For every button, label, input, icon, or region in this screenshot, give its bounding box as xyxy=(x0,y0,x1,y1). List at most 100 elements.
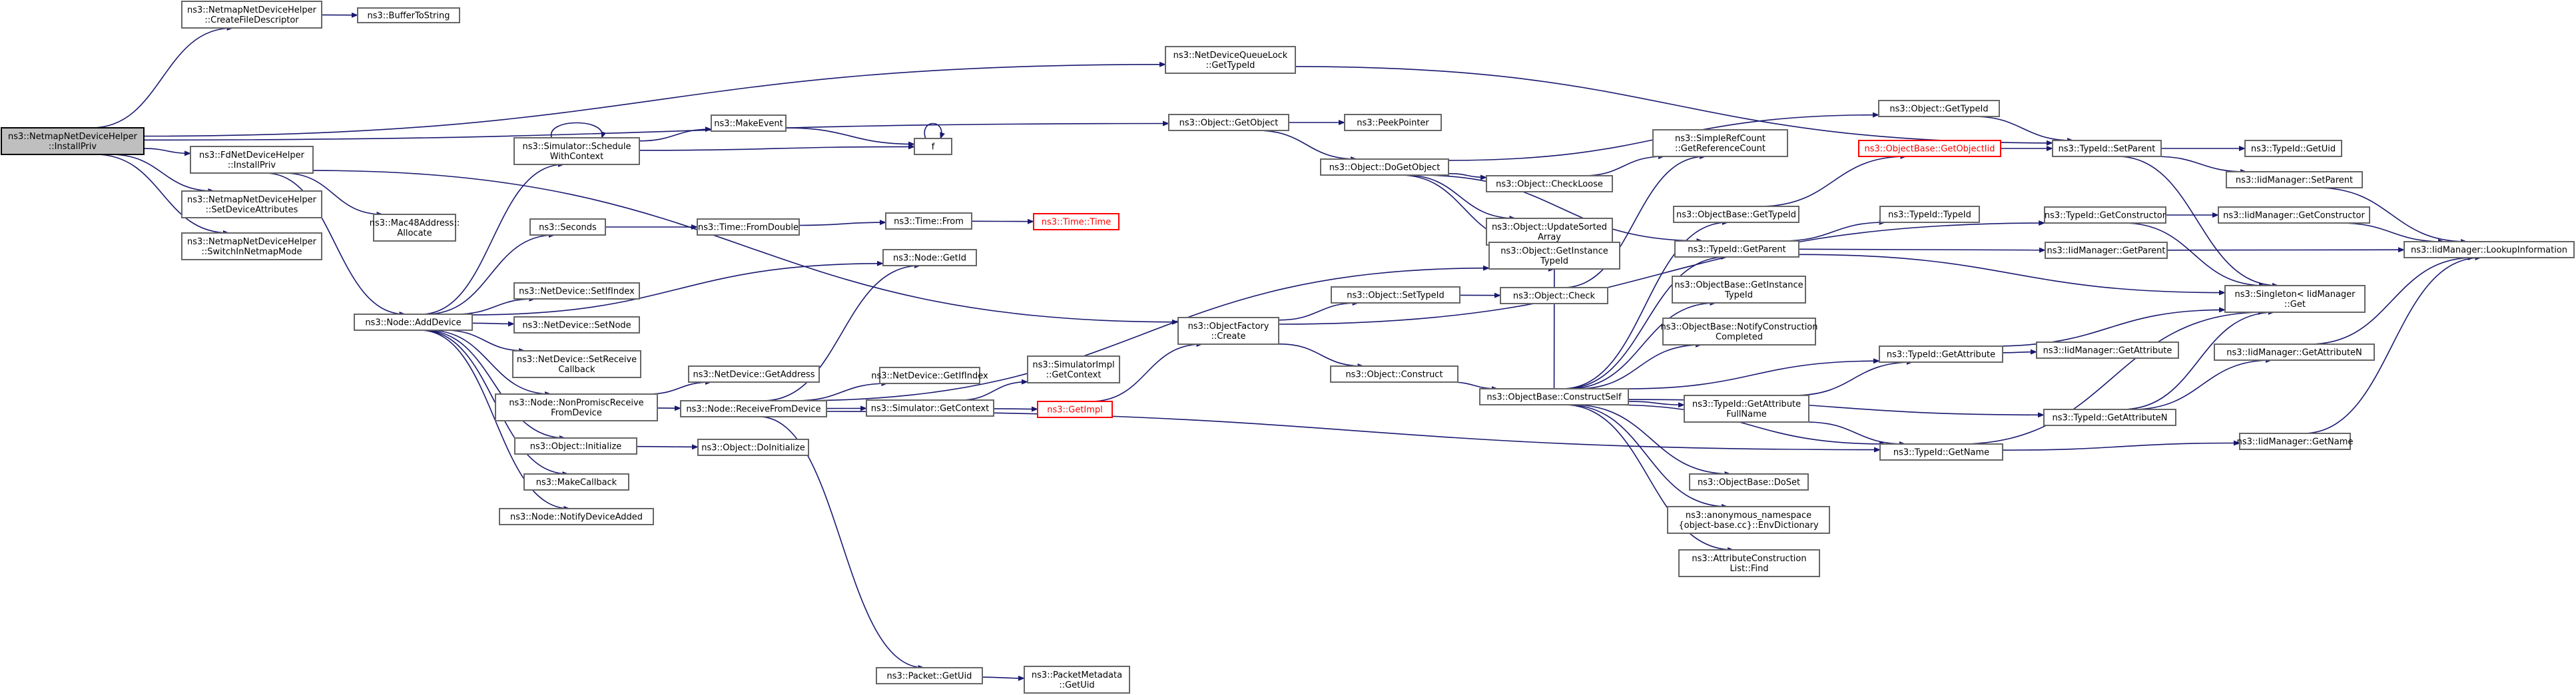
node-tidtypeid[interactable]: ns3::TypeId::TypeId xyxy=(1879,206,1980,223)
node-implctx[interactable]: ns3::SimulatorImpl::GetContext xyxy=(1027,355,1120,383)
node-tidgetattrn[interactable]: ns3::TypeId::GetAttributeN xyxy=(2043,409,2176,426)
node-ndqlock[interactable]: ns3::NetDeviceQueueLock::GetTypeId xyxy=(1165,46,1296,74)
edge-constructself-to-tidgetattr xyxy=(1626,358,1880,389)
node-tidgetname[interactable]: ns3::TypeId::GetName xyxy=(1879,443,2003,461)
node-makecb[interactable]: ns3::MakeCallback xyxy=(523,473,629,491)
node-obdoset[interactable]: ns3::ObjectBase::DoSet xyxy=(1689,473,1809,491)
edge-adddev-to-objinit xyxy=(424,330,566,441)
node-imgetparent[interactable]: ns3::IidManager::GetParent xyxy=(2045,242,2168,259)
edge-adddev-to-setrecv xyxy=(444,330,526,353)
node-box xyxy=(1672,276,1806,304)
node-box xyxy=(697,218,800,236)
edge-layer xyxy=(91,12,2482,681)
node-imgetctor[interactable]: ns3::IidManager::GetConstructor xyxy=(2218,206,2370,224)
node-label: ns3::NetmapNetDeviceHelper xyxy=(187,5,317,15)
edge-adddev-to-seconds xyxy=(426,232,555,315)
node-box xyxy=(1027,355,1120,383)
node-setifidx[interactable]: ns3::NetDevice::SetIfIndex xyxy=(513,282,640,300)
node-fromdouble[interactable]: ns3::Time::FromDouble xyxy=(697,218,800,236)
node-recvfrom[interactable]: ns3::Node::ReceiveFromDevice xyxy=(680,400,827,417)
node-getifidx[interactable]: ns3::NetDevice::GetIfIndex xyxy=(871,367,988,384)
node-label: ns3::Object::UpdateSorted xyxy=(1492,222,1607,232)
node-srcount[interactable]: ns3::SimpleRefCount::GetReferenceCount xyxy=(1652,129,1788,157)
node-getobject[interactable]: ns3::Object::GetObject xyxy=(1168,114,1289,131)
edge-ndqlock-to-tidsetparent xyxy=(1295,66,2053,146)
node-label: ::InstallPriv xyxy=(228,160,276,170)
node-notifycc[interactable]: ns3::ObjectBase::NotifyConstructionCompl… xyxy=(1661,318,1818,346)
node-box xyxy=(529,218,606,236)
node-objgettid[interactable]: ns3::Object::GetTypeId xyxy=(1878,100,2000,117)
edge-dogetobj-to-updsorted xyxy=(1405,174,1516,221)
node-construct[interactable]: ns3::Object::Construct xyxy=(1330,365,1458,383)
node-peekptr[interactable]: ns3::PeekPointer xyxy=(1344,114,1442,131)
node-switchnm[interactable]: ns3::NetmapNetDeviceHelper::SwitchInNetm… xyxy=(181,232,322,260)
node-imgetattr[interactable]: ns3::IidManager::GetAttribute xyxy=(2036,342,2179,359)
node-setdevattr[interactable]: ns3::NetmapNetDeviceHelper::SetDeviceAtt… xyxy=(181,190,322,218)
node-tidgetparent[interactable]: ns3::TypeId::GetParent xyxy=(1674,240,1799,258)
node-tidgetattr[interactable]: ns3::TypeId::GetAttribute xyxy=(1879,346,2003,363)
node-getid[interactable]: ns3::Node::GetId xyxy=(882,249,977,266)
node-f[interactable]: f xyxy=(914,138,952,155)
node-constructself[interactable]: ns3::ObjectBase::ConstructSelf xyxy=(1479,388,1629,405)
node-mac48[interactable]: ns3::Mac48Address::Allocate xyxy=(370,214,460,242)
node-label: Array xyxy=(1538,232,1561,242)
node-box xyxy=(1479,388,1629,405)
node-fdinstall[interactable]: ns3::FdNetDeviceHelper::InstallPriv xyxy=(190,146,314,174)
node-tidgetuid[interactable]: ns3::TypeId::GetUid xyxy=(2244,140,2342,157)
node-tidsetparent[interactable]: ns3::TypeId::SetParent xyxy=(2052,140,2162,157)
node-imgetattrn[interactable]: ns3::IidManager::GetAttributeN xyxy=(2214,344,2375,361)
node-checkloose[interactable]: ns3::Object::CheckLoose xyxy=(1486,175,1613,192)
node-createfd[interactable]: ns3::NetmapNetDeviceHelper::CreateFileDe… xyxy=(181,1,322,29)
node-setnode[interactable]: ns3::NetDevice::SetNode xyxy=(513,316,640,334)
node-label: WithContext xyxy=(550,152,603,162)
node-label: FullName xyxy=(1726,409,1767,419)
node-dogetobj[interactable]: ns3::Object::DoGetObject xyxy=(1320,158,1449,176)
node-imgetname[interactable]: ns3::IidManager::GetName xyxy=(2237,433,2354,450)
node-getimpl[interactable]: ns3::GetImpl xyxy=(1037,401,1113,418)
node-pktgetuid[interactable]: ns3::Packet::GetUid xyxy=(876,667,983,684)
node-objinit[interactable]: ns3::Object::Initialize xyxy=(514,437,637,455)
node-simctx[interactable]: ns3::Simulator::GetContext xyxy=(866,399,994,417)
node-label: ns3::IidManager::GetParent xyxy=(2047,246,2165,256)
node-box xyxy=(879,367,980,384)
node-makeevent[interactable]: ns3::MakeEvent xyxy=(711,115,787,132)
node-timefrom[interactable]: ns3::Time::From xyxy=(885,212,972,230)
node-label: ns3::ObjectBase::NotifyConstruction xyxy=(1661,322,1818,332)
node-imsetparent[interactable]: ns3::IidManager::SetParent xyxy=(2226,171,2363,188)
node-doinit[interactable]: ns3::Object::DoInitialize xyxy=(697,439,809,456)
node-notifyadded[interactable]: ns3::Node::NotifyDeviceAdded xyxy=(499,508,654,525)
edge-constructself-to-notifycc xyxy=(1576,342,1702,389)
node-imlookup[interactable]: ns3::IidManager::LookupInformation xyxy=(2404,241,2575,258)
node-label: ns3::anonymous_namespace xyxy=(1686,511,1811,521)
edge-tidgetattrfull-to-tidgetname xyxy=(1806,421,1906,447)
edge-recvfrom-to-pktgetuid xyxy=(759,416,925,670)
node-getaddr[interactable]: ns3::NetDevice::GetAddress xyxy=(688,365,820,383)
node-root[interactable]: ns3::NetmapNetDeviceHelper::InstallPriv xyxy=(1,127,145,155)
node-envdict[interactable]: ns3::anonymous_namespace{object-base.cc}… xyxy=(1667,506,1830,534)
node-settid[interactable]: ns3::Object::SetTypeId xyxy=(1331,286,1460,304)
edge-root-to-setdevattr xyxy=(110,154,215,194)
node-tidgetctor[interactable]: ns3::TypeId::GetConstructor xyxy=(2044,206,2166,224)
node-adddev[interactable]: ns3::Node::AddDevice xyxy=(354,314,473,331)
node-label: ns3::AttributeConstruction xyxy=(1692,554,1806,564)
node-singleton[interactable]: ns3::Singleton< IidManager::Get xyxy=(2224,285,2366,313)
node-box xyxy=(1168,114,1289,131)
node-objcheck[interactable]: ns3::Object::Check xyxy=(1500,287,1608,304)
node-timetime[interactable]: ns3::Time::Time xyxy=(1033,213,1120,230)
node-objfactory[interactable]: ns3::ObjectFactory::Create xyxy=(1177,317,1279,345)
node-buf2str[interactable]: ns3::BufferToString xyxy=(357,7,460,23)
node-label: ns3::Object::GetObject xyxy=(1179,118,1279,128)
node-seconds[interactable]: ns3::Seconds xyxy=(529,218,606,236)
edge-dogetobj-to-checkloose xyxy=(1448,172,1487,180)
node-obgettid[interactable]: ns3::ObjectBase::GetTypeId xyxy=(1673,206,1799,223)
node-obgetobjtid[interactable]: ns3::ObjectBase::GetObjectIid xyxy=(1858,140,2001,157)
node-pmdgetuid[interactable]: ns3::PacketMetadata::GetUid xyxy=(1024,666,1130,694)
